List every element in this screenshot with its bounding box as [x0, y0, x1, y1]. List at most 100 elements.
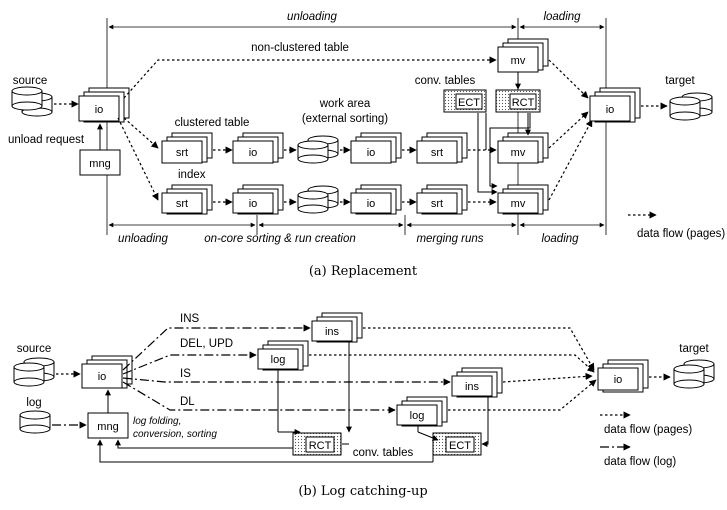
io-label: io — [606, 104, 615, 116]
log-database-icon — [19, 410, 51, 434]
flow-log-io — [309, 354, 595, 373]
label-ins: INS — [180, 313, 200, 325]
label-dl: DL — [180, 396, 195, 408]
ect-label: ECT — [449, 440, 471, 452]
label-log-b: log — [26, 397, 41, 409]
srt-box-2: srt — [161, 184, 213, 215]
log-box-top: log — [257, 340, 309, 371]
io-label: io — [614, 374, 623, 386]
ect-label: ECT — [458, 97, 480, 109]
io-box-row2: io — [232, 184, 284, 215]
caption-a: (a) Replacement — [309, 264, 418, 279]
label-merging-runs: merging runs — [416, 233, 483, 245]
target-database-icon — [669, 92, 713, 121]
io-box-b-target: io — [597, 359, 649, 393]
mng-label: mng — [89, 158, 110, 170]
flow-mv-mid-io — [548, 111, 589, 149]
rct-to-mv-bottom — [489, 113, 531, 189]
flow-io-to-srt1 — [123, 117, 159, 149]
flow-ins2-io — [502, 372, 593, 383]
ect-box-a: ECT — [443, 89, 487, 113]
log-box-label: log — [271, 354, 286, 366]
work-area2-database-icon — [297, 185, 339, 214]
io-box-row1: io — [232, 132, 284, 164]
label-index: index — [178, 169, 206, 181]
rct-box-b: RCT — [292, 432, 342, 456]
log-to-ect — [417, 431, 439, 441]
srt-box-row1b: srt — [416, 132, 468, 164]
flow-non-clustered — [123, 56, 497, 99]
srt-label: srt — [431, 198, 443, 210]
target-database-icon-b — [673, 359, 715, 389]
flow-dl — [122, 381, 396, 414]
source-database-icon — [11, 86, 53, 117]
srt-label: srt — [176, 198, 188, 210]
flow-io-to-srt2 — [117, 117, 159, 201]
log-box-bottom: log — [396, 396, 448, 427]
mv-box-bottom: mv — [497, 184, 549, 215]
io-box-b-left: io — [81, 355, 133, 389]
label-log-folding: log folding, — [133, 416, 181, 427]
label-top-loading: loading — [543, 11, 581, 23]
flow-log2-io — [448, 379, 597, 411]
flow-del-upd — [122, 351, 257, 375]
label-bottom-loading: loading — [541, 233, 579, 245]
caption-b: (b) Log catching-up — [298, 484, 427, 499]
srt-label: srt — [431, 147, 443, 159]
flow-mv-top-io — [548, 59, 589, 99]
mng-box: mng — [79, 149, 121, 176]
ins-to-ect — [481, 397, 489, 447]
io-box-row1b: io — [350, 132, 402, 164]
mv-box-top: mv — [497, 38, 549, 73]
io-label: io — [95, 104, 104, 116]
ect-to-mv-bottom — [477, 113, 498, 195]
io-box-row2b: io — [350, 184, 402, 215]
mv-label: mv — [511, 147, 526, 159]
mng-label: mng — [97, 421, 118, 433]
source-database-icon-b — [13, 357, 55, 387]
mng-box-b: mng — [87, 412, 129, 439]
flow-ins-io — [363, 327, 595, 371]
ins-box-bottom: ins — [451, 367, 503, 398]
label-clustered-table: clustered table — [175, 117, 250, 129]
ins-label: ins — [465, 381, 480, 393]
part-b-log-catching-up: source io log mng — [13, 312, 715, 499]
label-conversion-sorting: conversion, sorting — [133, 429, 217, 440]
label-bottom-unloading: unloading — [118, 233, 168, 245]
flow-is — [122, 377, 451, 386]
io-label: io — [249, 198, 258, 210]
label-non-clustered-table: non-clustered table — [251, 42, 349, 54]
io-label: io — [367, 198, 376, 210]
label-unload-request: unload request — [8, 134, 85, 146]
flow-mv-bottom-io — [548, 119, 593, 201]
io-label: io — [367, 147, 376, 159]
ect-box-b: ECT — [432, 432, 482, 456]
label-del-upd: DEL, UPD — [180, 338, 233, 350]
ins-label: ins — [325, 326, 340, 338]
log-box-label: log — [410, 410, 425, 422]
label-target: target — [665, 75, 695, 87]
io-label: io — [249, 147, 258, 159]
part-a-replacement: unloading loading unloading on-core sort… — [8, 11, 725, 279]
ect-to-mng — [97, 439, 433, 463]
label-external-sorting: (external sorting) — [302, 113, 388, 125]
ins-box-top: ins — [311, 312, 363, 343]
legend-data-flow-pages: data flow (pages) — [637, 228, 725, 240]
label-is: IS — [180, 368, 191, 380]
label-on-core-sorting: on-core sorting & run creation — [204, 233, 356, 245]
label-conv-tables-b: conv. tables — [353, 447, 414, 459]
label-source: source — [13, 75, 48, 87]
label-work-area: work area — [319, 98, 371, 110]
mv-label: mv — [511, 198, 526, 210]
rct-box-a: RCT — [495, 89, 541, 113]
legend-data-flow-pages-b: data flow (pages) — [604, 424, 692, 436]
srt-box-row2b: srt — [416, 184, 468, 215]
rct-to-mng — [115, 439, 293, 449]
label-conv-tables-a: conv. tables — [415, 75, 476, 87]
io-box-left: io — [78, 87, 130, 123]
legend-data-flow-log: data flow (log) — [604, 456, 676, 468]
rct-label: RCT — [512, 97, 535, 109]
mv-box-mid: mv — [497, 132, 549, 164]
srt-label: srt — [176, 147, 188, 159]
